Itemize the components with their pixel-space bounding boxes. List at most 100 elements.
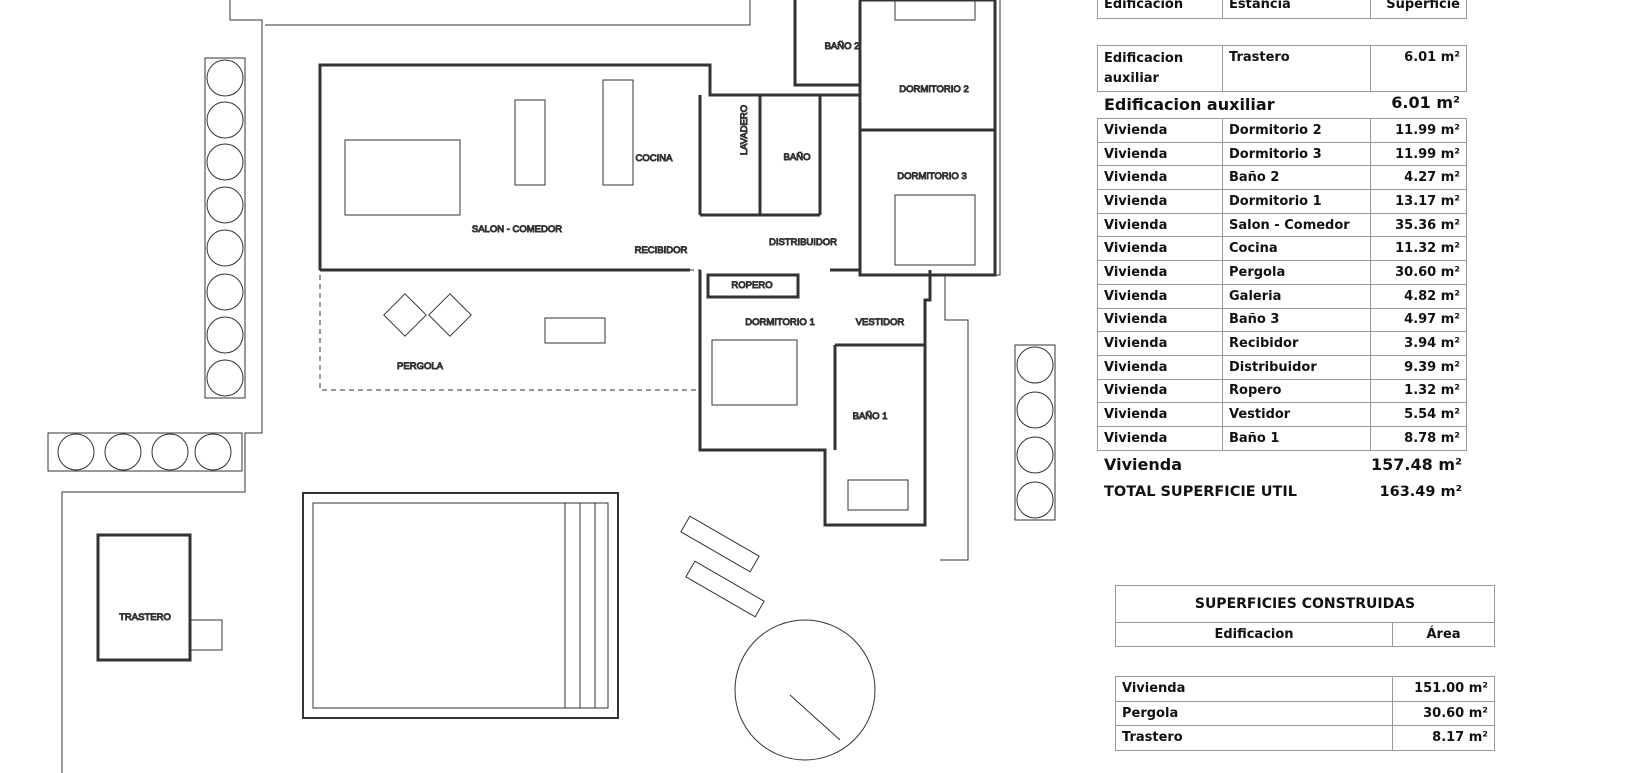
room-label: DISTRIBUIDOR <box>769 237 837 248</box>
row-estancia: Pergola <box>1222 260 1371 285</box>
row-superficie: 11.32 m² <box>1370 236 1467 262</box>
row-area: 151.00 m² <box>1392 676 1495 702</box>
row-estancia: Galeria <box>1222 283 1371 309</box>
row-superficie: 1.32 m² <box>1370 378 1467 404</box>
room-label: RECIBIDOR <box>635 245 688 256</box>
row-superficie: 11.99 m² <box>1370 141 1467 167</box>
header-edificacion: Edificacion <box>1097 0 1223 19</box>
room-label: BAÑO 2 <box>825 41 860 52</box>
aux-superficie: 6.01 m² <box>1370 45 1467 92</box>
row-estancia: Ropero <box>1222 378 1371 404</box>
room-label: COCINA <box>636 153 674 164</box>
plot-boundary <box>61 0 263 773</box>
row-estancia: Distribuidor <box>1222 354 1371 380</box>
row-estancia: Vestidor <box>1222 402 1371 427</box>
furniture <box>344 0 976 511</box>
trastero-building <box>96 533 192 662</box>
row-estancia: Cocina <box>1222 236 1371 262</box>
row-edificacion: Trastero <box>1115 725 1393 751</box>
row-estancia: Dormitorio 3 <box>1222 141 1371 167</box>
hedge-vertical-right <box>1014 344 1056 521</box>
row-edificacion: Vivienda <box>1097 402 1223 427</box>
row-superficie: 9.39 m² <box>1370 354 1467 380</box>
hedge-vertical-left <box>204 57 246 399</box>
row-edificacion: Vivienda <box>1097 212 1223 238</box>
room-label: TRASTERO <box>119 612 171 623</box>
row-superficie: 30.60 m² <box>1370 260 1467 285</box>
row-estancia: Baño 1 <box>1222 425 1371 451</box>
row-edificacion: Vivienda <box>1097 189 1223 214</box>
row-estancia: Baño 3 <box>1222 307 1371 333</box>
header-superficie: Superficie <box>1370 0 1467 19</box>
row-superficie: 13.17 m² <box>1370 189 1467 214</box>
row-superficie: 5.54 m² <box>1370 402 1467 427</box>
room-label: VESTIDOR <box>856 317 905 328</box>
row-edificacion: Vivienda <box>1097 378 1223 404</box>
row-edificacion: Vivienda <box>1115 676 1393 702</box>
sun-loungers <box>680 515 765 618</box>
aux-total-label: Edificacion auxiliar <box>1104 95 1275 114</box>
room-label: DORMITORIO 2 <box>899 84 969 95</box>
house-walls <box>318 0 997 527</box>
row-edificacion: Vivienda <box>1097 425 1223 451</box>
row-edificacion: Vivienda <box>1097 118 1223 143</box>
room-label: ROPERO <box>731 280 772 291</box>
row-estancia: Salon - Comedor <box>1222 212 1371 238</box>
row-superficie: 11.99 m² <box>1370 118 1467 143</box>
hedge-horizontal <box>47 432 243 472</box>
row-superficie: 35.36 m² <box>1370 212 1467 238</box>
room-label: SALON - COMEDOR <box>472 224 562 235</box>
header-estancia: Estancia <box>1222 0 1371 19</box>
row-edificacion: Vivienda <box>1097 141 1223 167</box>
built-header-table: SUPERFICIES CONSTRUIDAS Edificacion Área <box>1115 585 1495 647</box>
built-title: SUPERFICIES CONSTRUIDAS <box>1115 585 1495 623</box>
row-superficie: 4.97 m² <box>1370 307 1467 333</box>
parasol <box>734 619 876 761</box>
row-superficie: 3.94 m² <box>1370 331 1467 356</box>
floor-plan: BAÑO 2 DORMITORIO 2 COCINA LAVADERO BAÑO… <box>47 0 1056 773</box>
row-edificacion: Vivienda <box>1097 307 1223 333</box>
total-label: TOTAL SUPERFICIE UTIL <box>1104 484 1297 500</box>
built-header-edificacion: Edificacion <box>1115 622 1393 647</box>
room-label: LAVADERO <box>739 105 750 155</box>
row-superficie: 8.78 m² <box>1370 425 1467 451</box>
aux-estancia: Trastero <box>1222 45 1371 92</box>
row-estancia: Baño 2 <box>1222 165 1371 191</box>
row-edificacion: Vivienda <box>1097 283 1223 309</box>
row-estancia: Recibidor <box>1222 331 1371 356</box>
aux-edificacion: Edificacion auxiliar <box>1097 45 1223 92</box>
swimming-pool <box>302 492 619 719</box>
built-header-area: Área <box>1392 622 1495 647</box>
room-label: PERGOLA <box>397 361 444 372</box>
total-value: 163.49 m² <box>1379 484 1462 500</box>
room-label: DORMITORIO 1 <box>745 317 815 328</box>
row-edificacion: Vivienda <box>1097 260 1223 285</box>
plot-boundary <box>940 0 1001 561</box>
aux-table: Edificacion auxiliar Trastero 6.01 m² <box>1097 45 1467 92</box>
row-estancia: Dormitorio 2 <box>1222 118 1371 143</box>
row-area: 30.60 m² <box>1392 700 1495 726</box>
row-estancia: Dormitorio 1 <box>1222 189 1371 214</box>
row-superficie: 4.82 m² <box>1370 283 1467 309</box>
vivienda-total-value: 157.48 m² <box>1371 455 1462 474</box>
util-header-table: Edificacion Estancia Superficie <box>1097 0 1467 19</box>
aux-total-value: 6.01 m² <box>1391 93 1460 112</box>
row-superficie: 4.27 m² <box>1370 165 1467 191</box>
